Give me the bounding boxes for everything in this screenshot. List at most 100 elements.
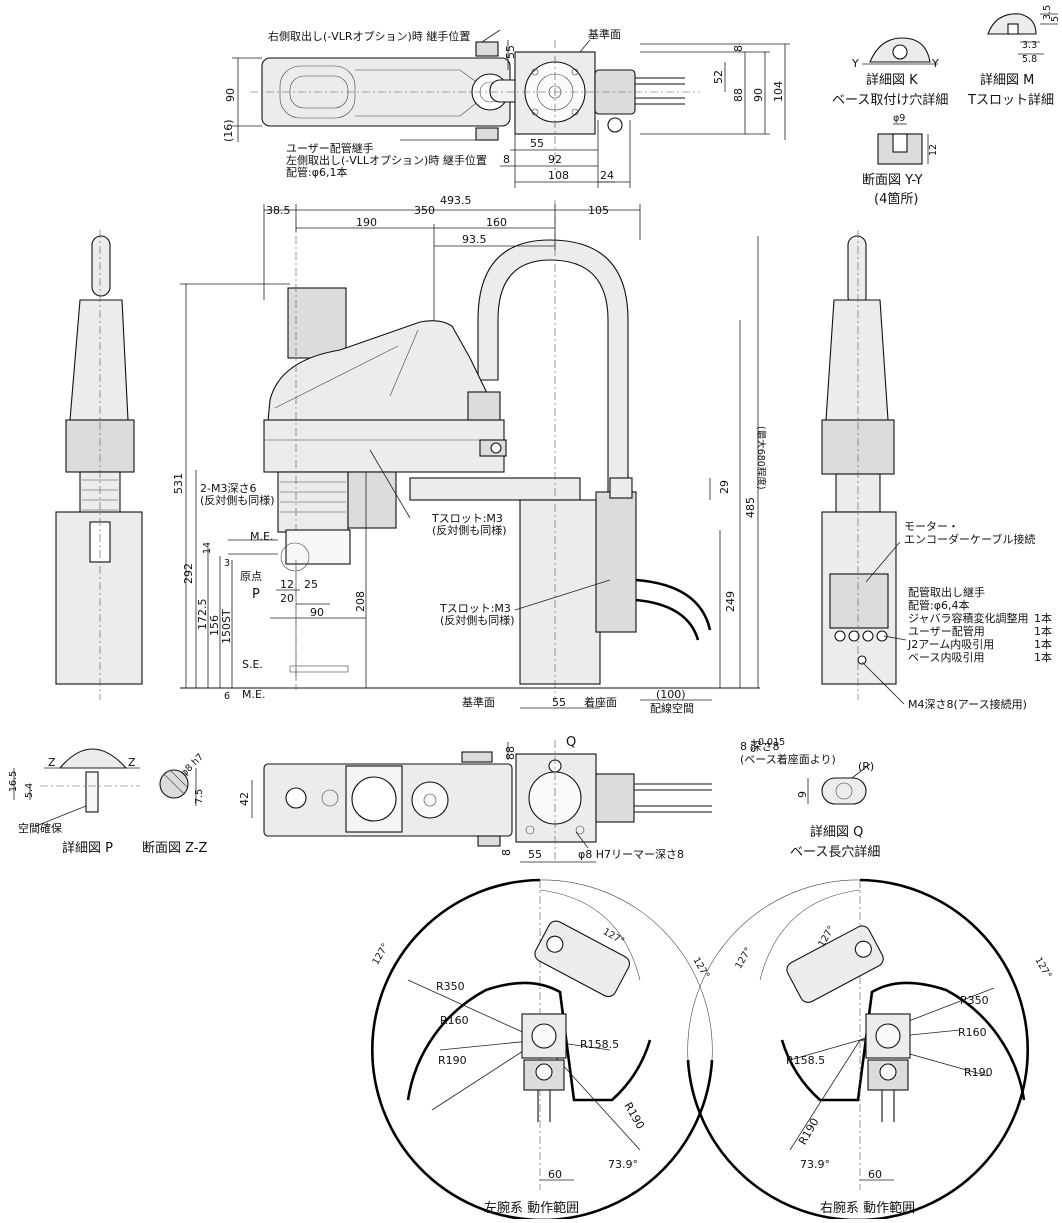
dim-208: 208 (354, 591, 367, 612)
dim-93.5: 93.5 (462, 233, 487, 246)
bottom-dim-42: 42 (238, 792, 251, 806)
tslot-label-1: Tスロット:M3 (431, 512, 503, 525)
top-dim-8: 8 (732, 45, 745, 52)
q-mark: Q (566, 735, 576, 750)
top-dim-8b: 8 (503, 153, 510, 166)
detail-p-title: 詳細図 P (62, 840, 113, 856)
q-r-label: (R) (858, 760, 874, 773)
left-elevation (55, 230, 143, 700)
dim-90-side: 90 (310, 606, 324, 619)
dim-29: 29 (718, 480, 731, 494)
right-range-title: 右腕系 動作範囲 (820, 1200, 915, 1216)
right-r158.5: R158.5 (786, 1054, 825, 1067)
range-right: 127° 127° 127° R350 R160 R158.5 R190 R19… (686, 878, 1053, 1222)
dim-150ST: 150ST (220, 609, 233, 644)
pipe-row-1-qty: 1本 (1034, 611, 1052, 625)
right-elevation: モーター・ エンコーダーケーブル接続 配管取出し継手 配管:φ6,4本 ジャバラ… (821, 230, 1052, 711)
se-label: S.E. (242, 658, 263, 671)
dim-20: 20 (280, 592, 294, 605)
left-angle-73.9: 73.9° (608, 1158, 638, 1171)
dim-172.5: 172.5 (196, 599, 209, 631)
top-view: 右側取出し(-VLRオプション)時 継手位置 基準面 ユーザー配管継手 左側取出… (222, 27, 790, 188)
left-angle-127a: 127° (370, 942, 391, 967)
top-dim-55a: 55 (504, 45, 517, 59)
detail-q-subtitle: ベース長穴詳細 (790, 844, 880, 860)
pipe-row-3-name: J2アーム内吸引用 (907, 637, 994, 651)
y-mark-right: Y (931, 57, 939, 70)
right-r160: R160 (958, 1026, 987, 1039)
space-label: 空間確保 (18, 821, 62, 835)
top-dim-90l: 90 (224, 88, 237, 102)
reamer-label: φ8 H7リーマー深さ8 (578, 848, 684, 861)
detail-q-title: 詳細図 Q (810, 824, 863, 840)
q-dim-9: 9 (796, 791, 809, 798)
y-mark-left: Y (851, 57, 859, 70)
section-zz-title: 断面図 Z-Z (142, 841, 208, 856)
m-dim-5.8: 5.8 (1022, 54, 1037, 65)
dim-55-side: 55 (552, 696, 566, 709)
left-range-title: 左腕系 動作範囲 (484, 1200, 579, 1216)
pipe-row-1-name: ジャバラ容積変化調整用 (908, 611, 1028, 625)
m-dim-3.5: 3.5 (1042, 5, 1053, 20)
ref-plane-side: 基準面 (462, 695, 495, 709)
right-angle-73.9: 73.9° (800, 1158, 830, 1171)
pipe-row-2-qty: 1本 (1034, 624, 1052, 638)
left-r158.5: R158.5 (580, 1038, 619, 1051)
tslot-label-1-sub: (反対側も同様) (432, 523, 507, 537)
range-left: 127° 127° 127° R350 R160 R158.5 R190 R19… (370, 878, 714, 1222)
pipe-spec-label: 配管:φ6,4本 (908, 598, 969, 612)
section-yy-subtitle: (4箇所) (874, 191, 918, 207)
top-dim-88: 88 (732, 88, 745, 102)
detail-q: 8 深さ8 +0.015 0 (ベース着座面より) (R) 9 詳細図 Q ベー… (740, 737, 880, 860)
dim-14: 14 (202, 542, 213, 554)
dim-493.5: 493.5 (440, 194, 472, 207)
top-dim-24: 24 (600, 169, 614, 182)
bottom-dim-8: 8 (500, 849, 513, 856)
top-user-pipe-label-2: 左側取出し(-VLLオプション)時 継手位置 (286, 153, 487, 167)
left-r190a: R190 (438, 1054, 467, 1067)
seat-plane-label: 着座面 (584, 695, 617, 709)
dim-38.5: 38.5 (266, 204, 291, 217)
p-dim-7.5: 7.5 (194, 789, 205, 804)
top-dim-16: (16) (222, 119, 235, 142)
dim-max680: (最大680程度) (755, 426, 767, 490)
m-dim-5: 5 (1050, 16, 1061, 22)
origin-label: 原点 (240, 570, 262, 583)
motor-label: モーター・ (904, 520, 959, 533)
me-label-bottom: M.E. (242, 688, 265, 701)
left-r160: R160 (440, 1014, 469, 1027)
top-dim-104: 104 (772, 81, 785, 102)
detail-m-subtitle: Tスロット詳細 (967, 92, 1054, 108)
q-tolerance-upper: +0.015 (750, 737, 785, 748)
bottom-dim-55: 55 (528, 848, 542, 861)
right-dim-60: 60 (868, 1168, 882, 1181)
right-r190b: R190 (796, 1116, 822, 1147)
p-mark: P (252, 587, 260, 602)
details-km-yy: Y Y 詳細図 K ベース取付け穴詳細 3.5 5 3.3 5.8 詳細図 M … (832, 5, 1061, 207)
top-dim-108: 108 (548, 169, 569, 182)
p-dim-phi8: φ8 h7 (179, 752, 206, 779)
section-yy-title: 断面図 Y-Y (862, 173, 923, 188)
left-dim-60: 60 (548, 1168, 562, 1181)
dim-6: 6 (224, 691, 230, 702)
z-mark-left: Z (48, 756, 56, 769)
earth-label: M4深さ8(アース接続用) (908, 697, 1027, 711)
main-side-view: 493.5 38.5 190 350 160 105 93.5 531 292 … (172, 194, 767, 715)
dim-105: 105 (588, 204, 609, 217)
top-dim-52: 52 (712, 70, 725, 84)
dim-249: 249 (724, 591, 737, 612)
right-r190a: R190 (964, 1066, 993, 1079)
p-dim-16.5: 16.5 (8, 771, 19, 792)
right-angle-127a: 127° (733, 946, 754, 971)
dim-485: 485 (744, 497, 757, 518)
me-label-top: M.E. (250, 530, 273, 543)
tslot-label-2-sub: (反対側も同様) (440, 613, 515, 627)
q-sub-label: (ベース着座面より) (740, 752, 836, 766)
cable-space-label: 配線空間 (650, 701, 694, 715)
detail-m-title: 詳細図 M (980, 72, 1034, 88)
dim-25: 25 (304, 578, 318, 591)
top-dim-90r: 90 (752, 88, 765, 102)
right-r350: R350 (960, 994, 989, 1007)
dim-531: 531 (172, 473, 185, 494)
tslot-label-2: Tスロット:M3 (439, 602, 511, 615)
